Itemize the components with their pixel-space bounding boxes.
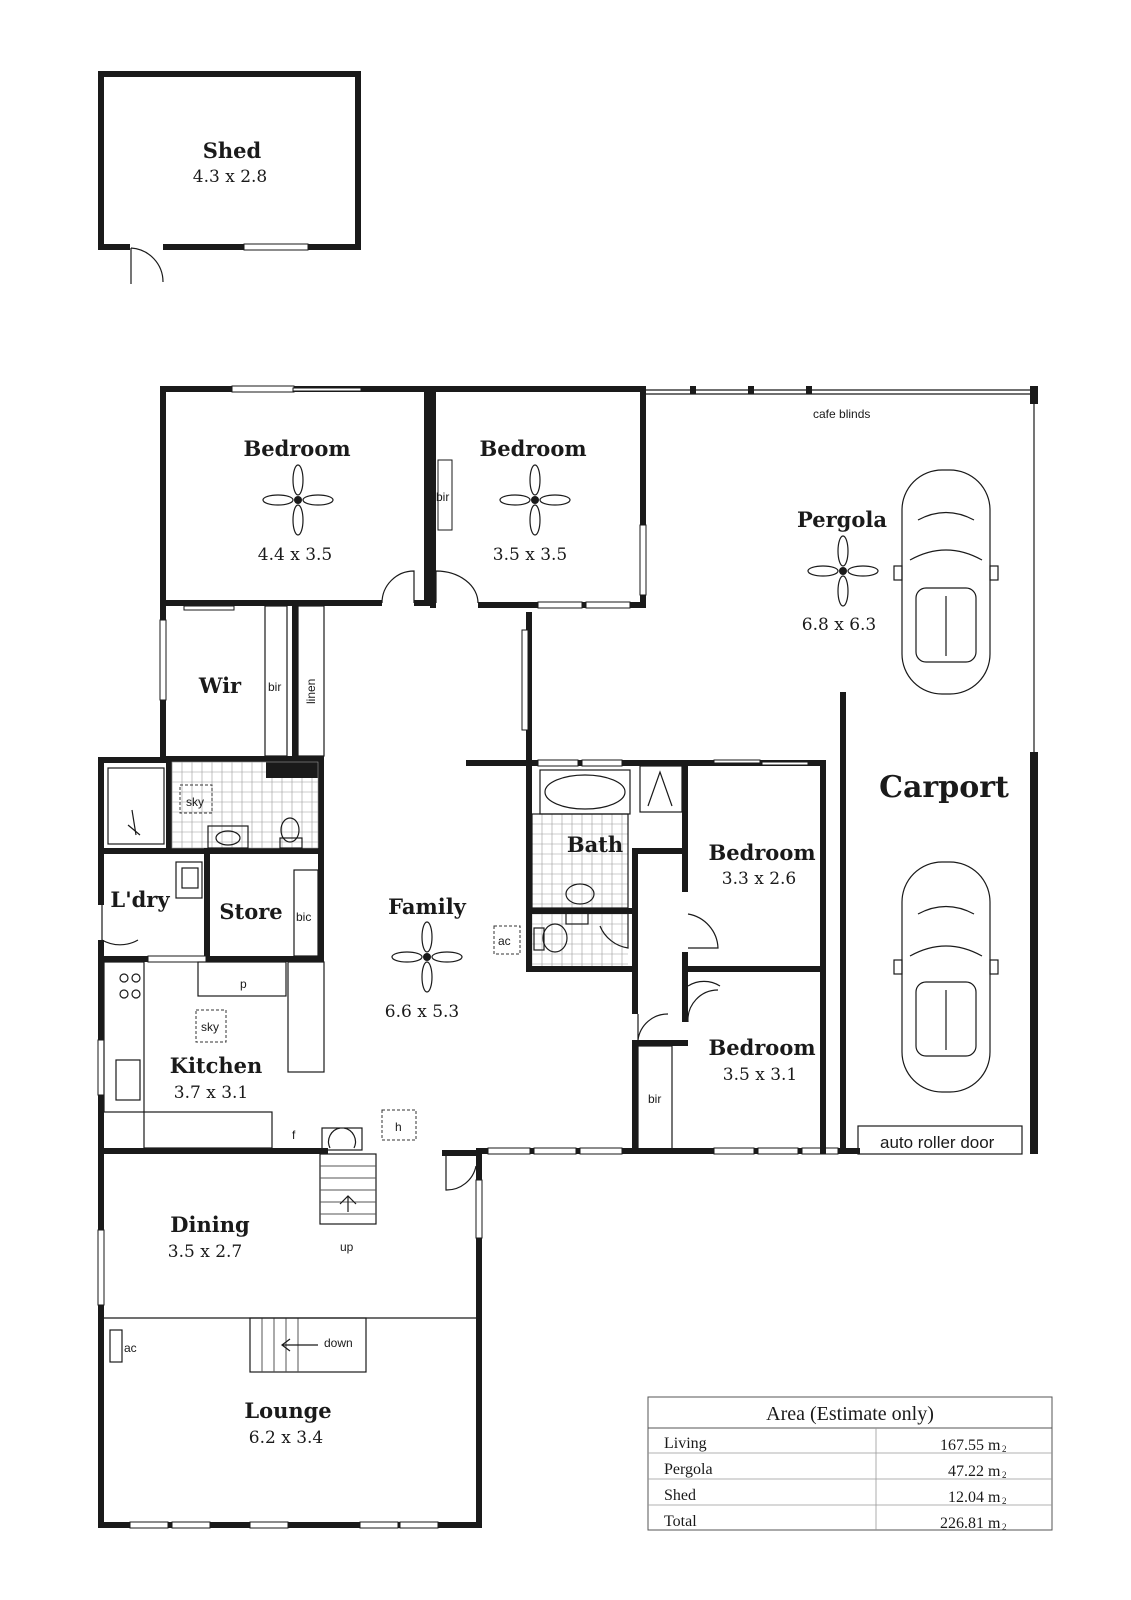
area-row-value: 12.04 xyxy=(948,1489,984,1506)
ceiling-fan-icon xyxy=(262,464,334,536)
wir-area xyxy=(98,605,325,854)
auto-roller-door-label: auto roller door xyxy=(880,1133,995,1152)
family-name: Family xyxy=(388,894,467,919)
bedroom-top-walls xyxy=(160,386,647,611)
store-name: Store xyxy=(219,899,282,924)
area-row-label: Pergola xyxy=(664,1461,713,1478)
linen-label: linen xyxy=(304,679,318,704)
lounge-dims: 6.2 x 3.4 xyxy=(249,1428,323,1448)
area-unit: m xyxy=(988,1515,1001,1532)
pergola-dims: 6.8 x 6.3 xyxy=(802,615,876,635)
area-table: Area (Estimate only) Living 167.55 m 2 P… xyxy=(647,1396,1053,1532)
tile-grid xyxy=(531,913,628,966)
ceiling-fan-icon xyxy=(391,921,463,993)
area-unit-sup: 2 xyxy=(1002,1470,1007,1480)
wir-name: Wir xyxy=(198,673,242,698)
dining-dims: 3.5 x 2.7 xyxy=(168,1242,242,1262)
area-row-value: 226.81 xyxy=(940,1515,984,1532)
ac-label: ac xyxy=(124,1341,137,1355)
laundry-name: L'dry xyxy=(110,887,170,912)
tile-grid xyxy=(531,813,628,908)
ceiling-fan-icon xyxy=(499,464,571,536)
shed xyxy=(98,71,361,284)
bath-name: Bath xyxy=(567,832,623,857)
stairs-down-label: down xyxy=(324,1336,353,1350)
ac-label: ac xyxy=(498,934,511,948)
bedroom4-dims: 3.5 x 3.1 xyxy=(723,1065,797,1085)
area-unit: m xyxy=(988,1489,1001,1506)
bedroom1-name: Bedroom xyxy=(243,436,350,461)
area-row-label: Living xyxy=(664,1435,707,1452)
car-icon xyxy=(893,469,999,695)
bedroom4-name: Bedroom xyxy=(708,1035,815,1060)
dining-name: Dining xyxy=(170,1212,250,1237)
pergola-name: Pergola xyxy=(797,507,887,532)
bir-label: bir xyxy=(436,490,449,504)
cafe-blinds-label: cafe blinds xyxy=(813,407,870,421)
bedroom1-dims: 4.4 x 3.5 xyxy=(258,545,332,565)
kitchen-dims: 3.7 x 3.1 xyxy=(174,1083,248,1103)
bedroom3-dims: 3.3 x 2.6 xyxy=(722,869,796,889)
bath-bedroom-walls xyxy=(466,612,826,1154)
area-table-title: Area (Estimate only) xyxy=(766,1403,934,1425)
ceiling-fan-icon xyxy=(807,535,879,607)
area-row-label: Shed xyxy=(664,1487,696,1504)
stairs xyxy=(104,1153,477,1373)
pantry-label: p xyxy=(240,977,247,991)
laundry-store-walls xyxy=(98,848,324,963)
kitchen-name: Kitchen xyxy=(170,1053,263,1078)
lounge-name: Lounge xyxy=(244,1398,331,1423)
house-walls xyxy=(97,385,846,1529)
carport-name: Carport xyxy=(879,770,1009,805)
bedroom3-name: Bedroom xyxy=(708,840,815,865)
sky-label: sky xyxy=(186,795,204,809)
area-unit-sup: 2 xyxy=(1002,1444,1007,1454)
fridge-label: f xyxy=(292,1128,296,1142)
shed-name: Shed xyxy=(203,138,262,163)
area-unit: m xyxy=(988,1463,1001,1480)
carport-walls xyxy=(646,386,1038,1155)
heater-label: h xyxy=(395,1120,402,1134)
bedroom2-dims: 3.5 x 3.5 xyxy=(493,545,567,565)
bir-label: bir xyxy=(648,1092,661,1106)
bic-label: bic xyxy=(296,910,311,924)
area-unit-sup: 2 xyxy=(1002,1522,1007,1532)
family-dims: 6.6 x 5.3 xyxy=(385,1002,459,1022)
bir-label: bir xyxy=(268,680,281,694)
bedroom2-name: Bedroom xyxy=(479,436,586,461)
sky-label: sky xyxy=(201,1020,219,1034)
tile-grid xyxy=(171,761,318,848)
shed-dims: 4.3 x 2.8 xyxy=(193,167,267,187)
area-unit: m xyxy=(988,1437,1001,1454)
stairs-up-label: up xyxy=(340,1240,354,1254)
area-row-label: Total xyxy=(664,1513,697,1530)
area-unit-sup: 2 xyxy=(1002,1496,1007,1506)
car-icon xyxy=(893,861,999,1093)
area-row-value: 47.22 xyxy=(948,1463,984,1480)
kitchen-walls xyxy=(98,961,417,1154)
area-row-value: 167.55 xyxy=(940,1437,984,1454)
